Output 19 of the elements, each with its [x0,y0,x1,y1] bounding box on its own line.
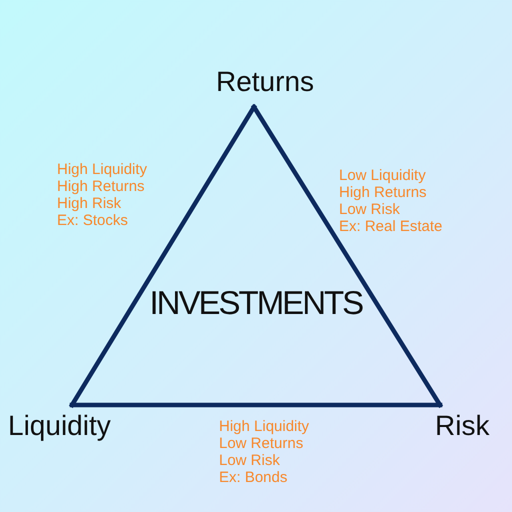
note-text: Low Risk [219,452,280,469]
vertex-label: Returns [216,66,314,98]
note-text: Low Liquidity [339,167,426,184]
note-text: High Risk [57,195,122,212]
vertex-label: Liquidity [8,410,111,442]
note-text: High Returns [57,178,145,195]
vertex-label: Risk [435,410,490,442]
note-text: Low Returns [219,435,304,452]
note-text: High Liquidity [57,161,148,178]
note-text: Low Risk [339,201,400,218]
central-heading: INVESTMENTS [150,284,362,322]
note-text: Ex: Stocks [57,212,128,229]
triangle-side [70,104,256,408]
note-text: Ex: Real Estate [339,218,442,235]
note-text: Ex: Bonds [219,469,288,486]
triangle-side [252,104,442,408]
note-text: High Liquidity [219,418,310,435]
triangle-side [70,402,442,408]
note-text: High Returns [339,184,427,201]
